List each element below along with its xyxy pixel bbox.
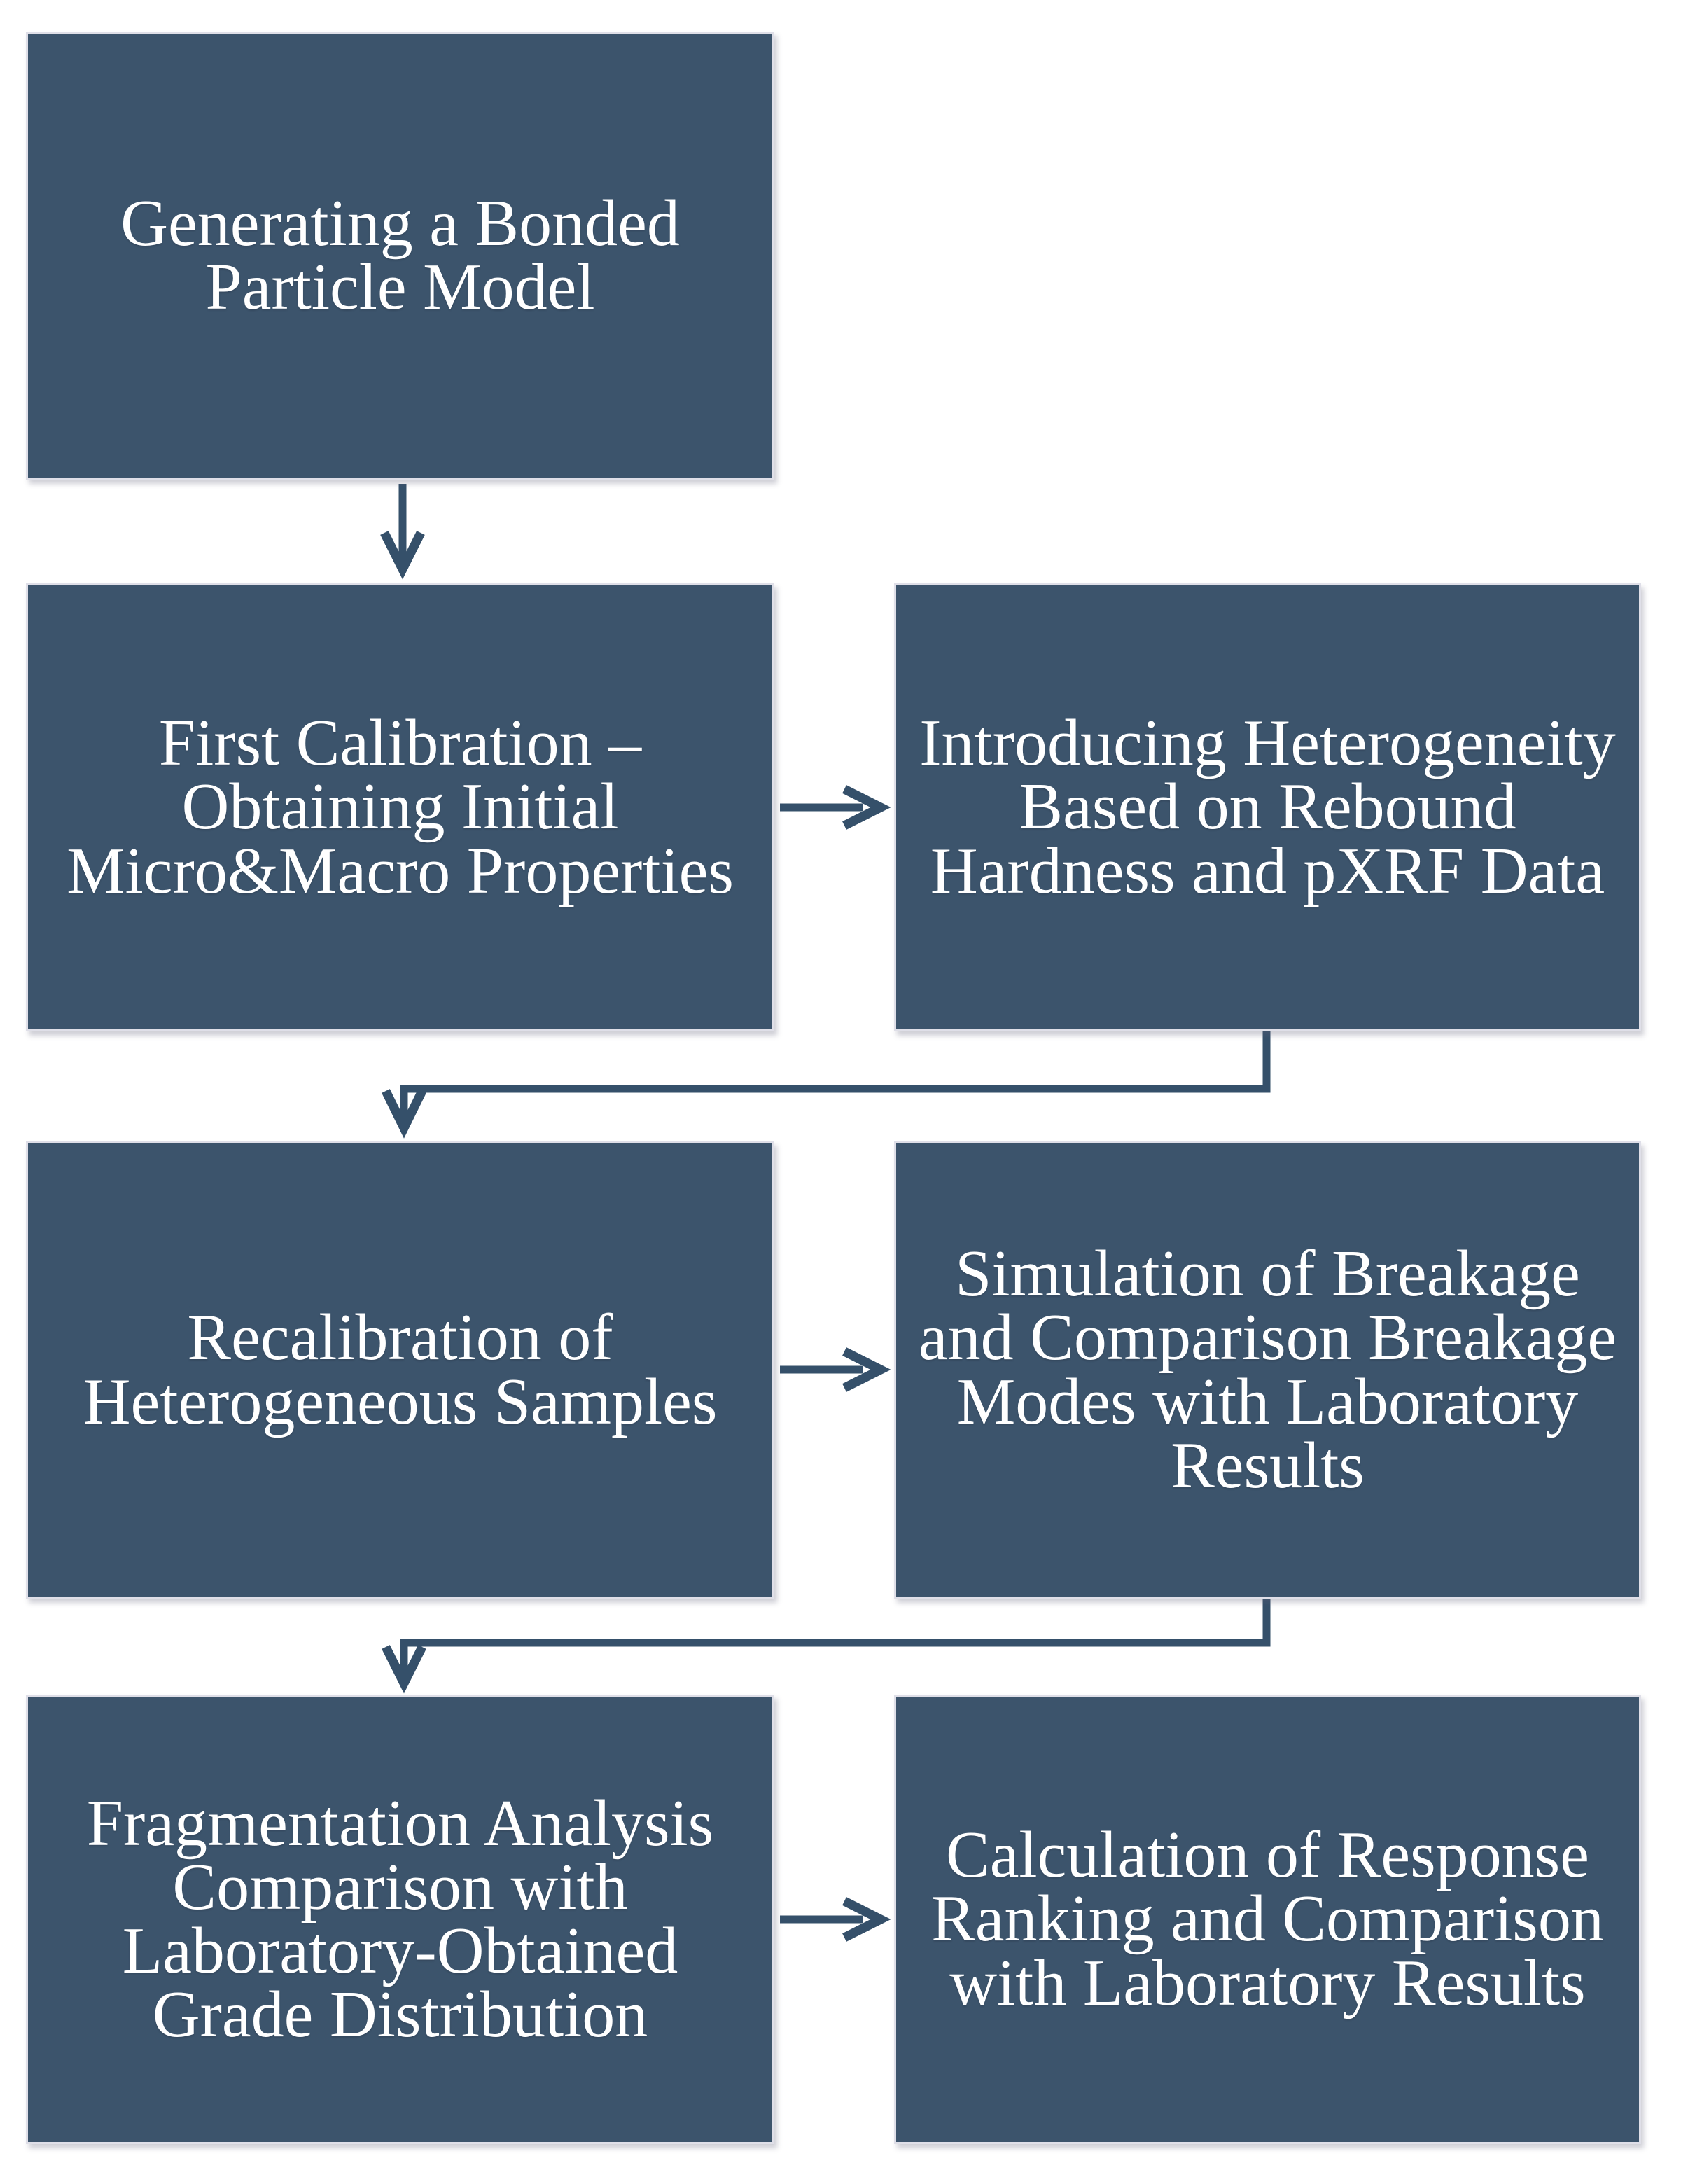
box-calculation-response-ranking: Calculation of Response Ranking and Comp… bbox=[894, 1695, 1641, 2144]
step-label: Introducing Heterogeneity Based on Rebou… bbox=[919, 707, 1616, 907]
elbow-arrow-row3-to-row4-icon bbox=[382, 1598, 1271, 1694]
box-generating-bonded-particle-model: Generating a Bonded Particle Model bbox=[26, 32, 774, 480]
step-label: Simulation of Breakage and Comparison Br… bbox=[918, 1237, 1617, 1502]
step-label: First Calibration – Obtaining Initial Mi… bbox=[67, 707, 734, 907]
box-first-calibration: First Calibration – Obtaining Initial Mi… bbox=[26, 583, 774, 1031]
arrow-right-row4-icon bbox=[780, 1897, 891, 1942]
step-label: Generating a Bonded Particle Model bbox=[120, 186, 680, 324]
box-introducing-heterogeneity: Introducing Heterogeneity Based on Rebou… bbox=[894, 583, 1641, 1031]
box-simulation-of-breakage: Simulation of Breakage and Comparison Br… bbox=[894, 1141, 1641, 1599]
arrow-right-row3-icon bbox=[780, 1347, 891, 1392]
box-fragmentation-analysis: Fragmentation Analysis Comparison with L… bbox=[26, 1695, 774, 2144]
arrow-down-icon bbox=[380, 484, 425, 580]
step-label: Calculation of Response Ranking and Comp… bbox=[931, 1818, 1604, 2019]
step-label: Recalibration of Heterogeneous Samples bbox=[83, 1301, 718, 1438]
elbow-arrow-row2-to-row3-icon bbox=[382, 1031, 1271, 1139]
step-label: Fragmentation Analysis Comparison with L… bbox=[86, 1786, 714, 2052]
box-recalibration-heterogeneous-samples: Recalibration of Heterogeneous Samples bbox=[26, 1141, 774, 1599]
arrow-right-row2-icon bbox=[780, 785, 891, 830]
